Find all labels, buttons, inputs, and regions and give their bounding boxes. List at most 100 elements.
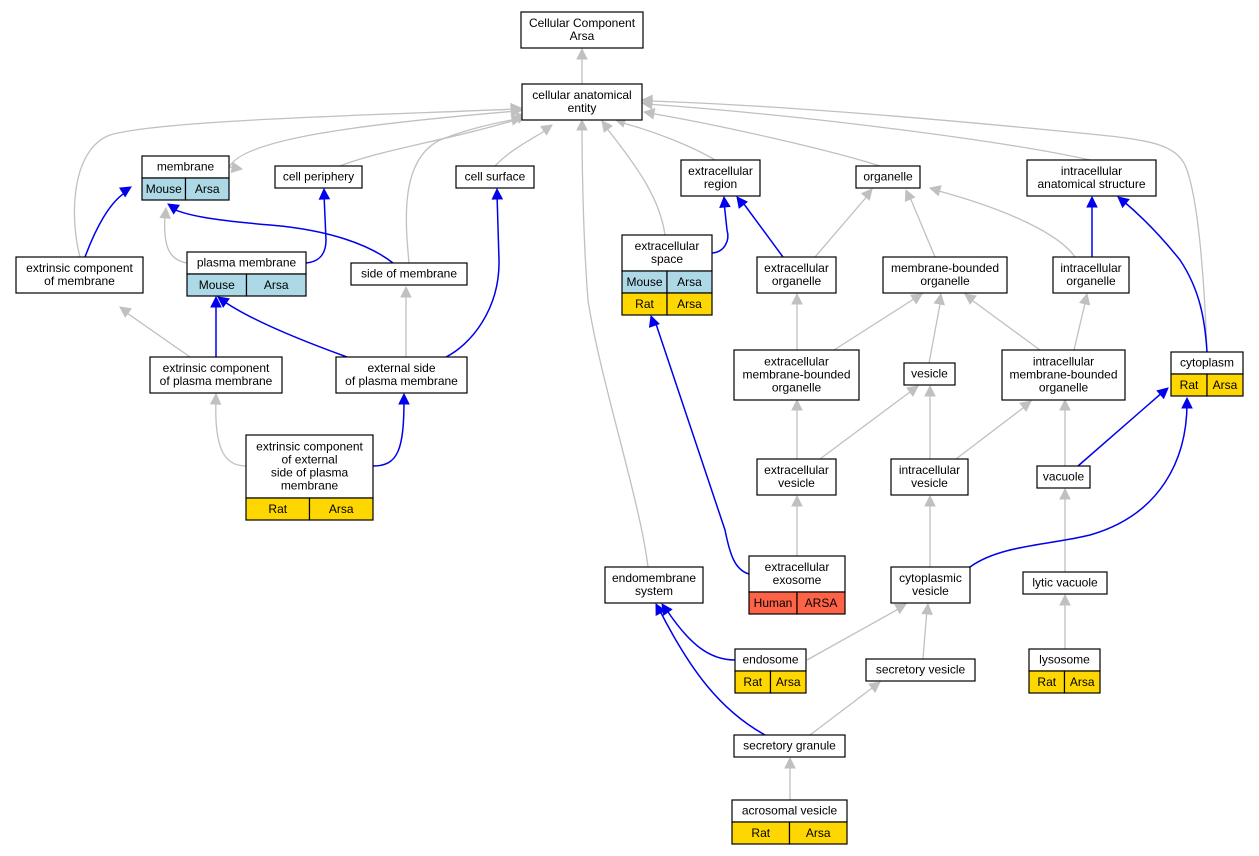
- node-label-box: [756, 458, 837, 496]
- arrowhead: [924, 494, 936, 507]
- node-label-box: [520, 11, 644, 49]
- node-label-line: space: [651, 252, 683, 266]
- node-label-line: membrane-bounded: [1009, 368, 1117, 382]
- arrowhead: [642, 108, 656, 120]
- annotation-edge: [658, 608, 766, 736]
- gene-label: Arsa: [776, 675, 801, 689]
- node-label-line: Cellular Component: [529, 16, 636, 30]
- arrowhead: [119, 186, 132, 198]
- gene-cell: [184, 177, 230, 201]
- node-label-line: system: [635, 584, 673, 598]
- node-label-box: [1001, 349, 1126, 401]
- is-a-edge: [814, 193, 870, 258]
- species-label: Mouse: [146, 182, 182, 196]
- arrowhead: [648, 314, 660, 328]
- arrowhead: [576, 118, 588, 131]
- node-label-line: secretory vesicle: [876, 663, 966, 677]
- arrowhead: [1019, 400, 1032, 413]
- go-term-node-organelle[interactable]: organelle: [855, 165, 921, 189]
- node-label-box: [455, 165, 535, 189]
- go-term-node-cellperiphery[interactable]: cell periphery: [274, 165, 363, 189]
- gene-label: Arsa: [329, 502, 354, 516]
- is-a-edge: [928, 298, 942, 364]
- gene-label: Arsa: [1213, 378, 1238, 392]
- go-term-node-cellsurface[interactable]: cell surface: [455, 165, 535, 189]
- arrowhead: [540, 124, 553, 136]
- node-label-box: [865, 658, 976, 682]
- gene-label: Arsa: [806, 826, 831, 840]
- arrowhead: [601, 120, 614, 133]
- arrowhead: [209, 392, 222, 405]
- is-a-edge: [819, 388, 915, 460]
- node-label-line: extracellular: [764, 463, 829, 477]
- node-label-line: membrane: [281, 479, 339, 493]
- arrowhead: [736, 196, 748, 209]
- go-term-node-sideofmembrane[interactable]: side of membrane: [350, 262, 468, 286]
- gene-cell: [796, 591, 846, 615]
- node-label-line: of plasma membrane: [345, 374, 458, 388]
- arrowhead: [400, 285, 412, 298]
- node-label-line: intracellular: [1061, 164, 1122, 178]
- node-label-line: entity: [568, 101, 597, 115]
- node-label-line: organelle: [1039, 381, 1089, 395]
- arrowhead: [210, 295, 222, 308]
- node-label-line: external side: [367, 361, 435, 375]
- node-label-line: Arsa: [570, 29, 595, 43]
- go-term-node-vesicle[interactable]: vesicle: [903, 362, 956, 386]
- node-label-box: [274, 165, 363, 189]
- go-term-node-vacuole[interactable]: vacuole: [1036, 465, 1091, 489]
- node-label-box: [350, 262, 468, 286]
- go-term-node-secretoryvesicle[interactable]: secretory vesicle: [865, 658, 976, 682]
- node-label-line: lytic vacuole: [1032, 576, 1098, 590]
- node-label-line: membrane-bounded: [891, 261, 999, 275]
- is-a-edge: [922, 608, 928, 660]
- gene-label: Arsa: [677, 275, 702, 289]
- annotation-edge: [372, 398, 405, 467]
- arrowhead: [791, 494, 803, 507]
- is-a-edge: [809, 684, 877, 736]
- arrowhead: [1117, 196, 1130, 209]
- node-label-line: region: [704, 177, 737, 191]
- node-label-box: [149, 356, 283, 394]
- is-a-edge: [123, 310, 191, 358]
- node-label-line: vesicle: [912, 584, 949, 598]
- arrowhead: [398, 392, 410, 405]
- arrowhead: [159, 206, 171, 219]
- is-a-edge: [908, 194, 936, 258]
- node-label-line: extrinsic component: [256, 440, 363, 454]
- annotation-edge: [84, 190, 129, 258]
- go-term-node-secretorygranule[interactable]: secretory granule: [733, 734, 846, 758]
- is-a-edge: [618, 121, 716, 161]
- arrowhead: [655, 603, 666, 616]
- go-term-node-lyticvacuole[interactable]: lytic vacuole: [1022, 571, 1108, 595]
- gene-label: Arsa: [677, 297, 702, 311]
- node-label-line: extrinsic component: [163, 361, 270, 375]
